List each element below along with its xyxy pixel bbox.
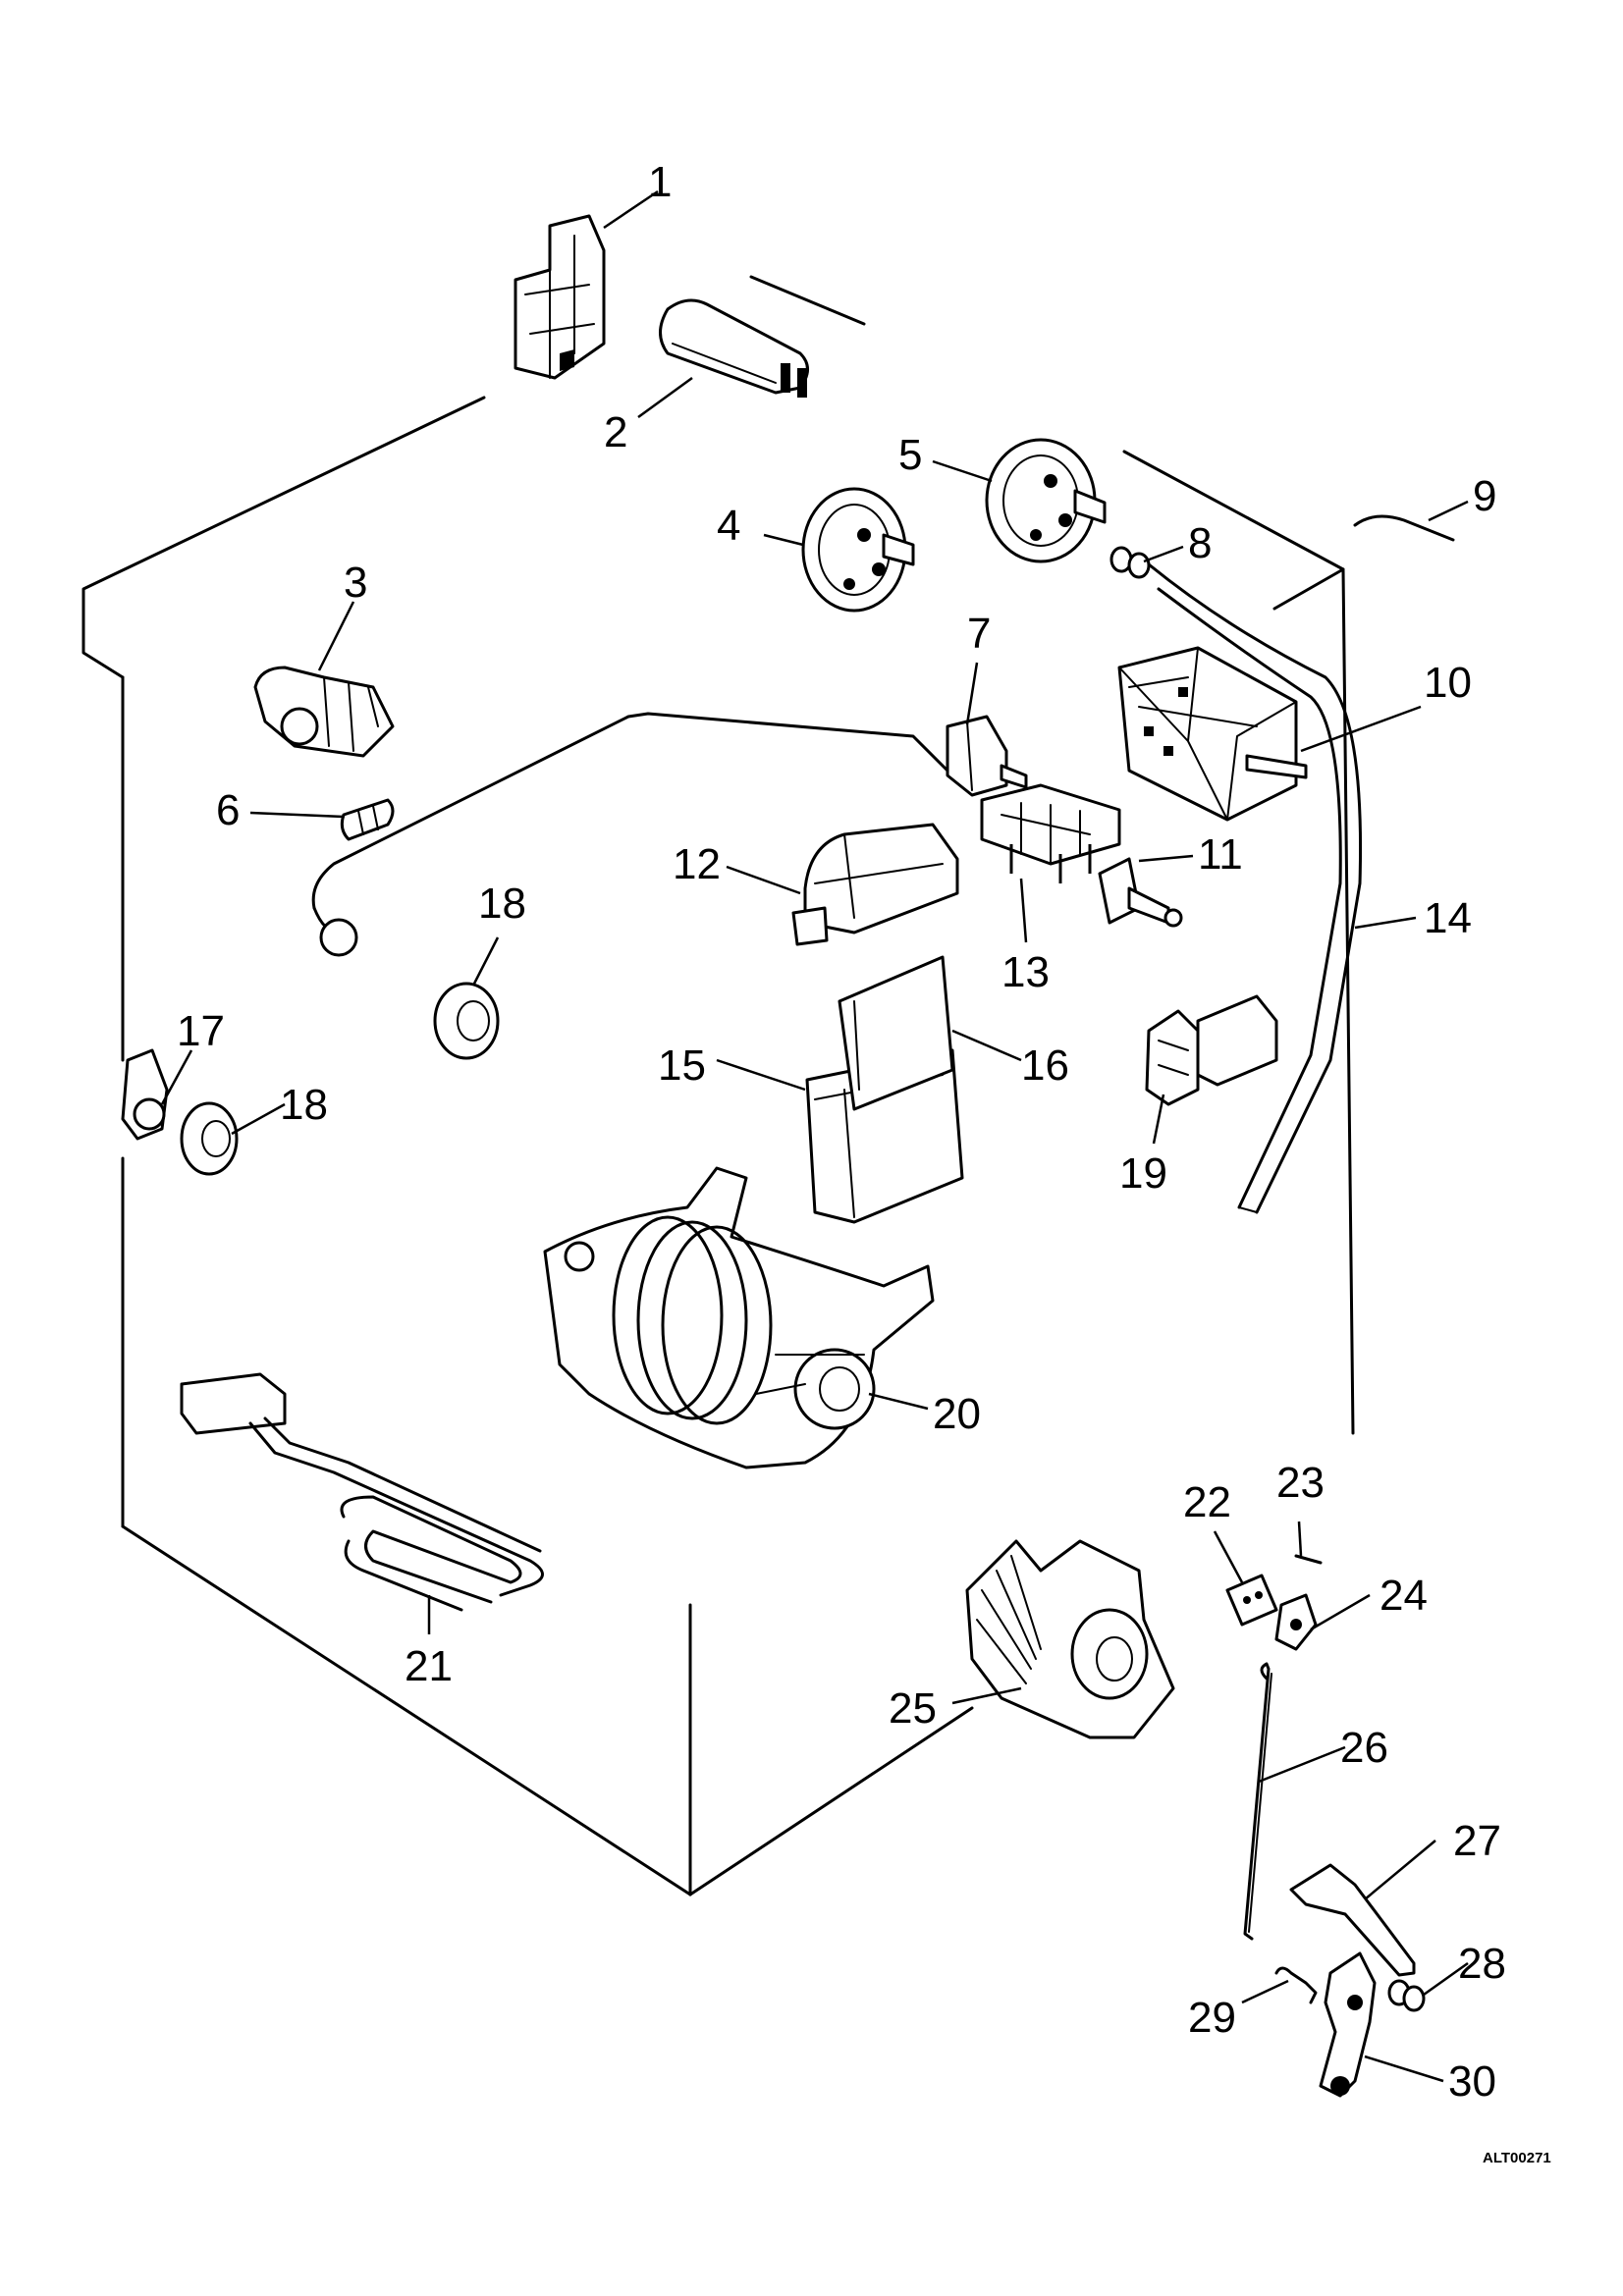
part-8-clip bbox=[1109, 546, 1151, 579]
callout-labels: 1 2 3 4 5 6 7 8 9 10 11 12 13 14 15 16 1… bbox=[177, 158, 1506, 2106]
part-19-door-lock bbox=[1145, 994, 1278, 1106]
drawing-id: ALT00271 bbox=[1483, 2150, 1551, 2166]
callout-12: 12 bbox=[673, 840, 721, 888]
callout-26: 26 bbox=[1340, 1724, 1388, 1772]
part-25-pump bbox=[965, 1539, 1175, 1739]
callout-21: 21 bbox=[405, 1642, 453, 1690]
part-18-grommet-left bbox=[180, 1101, 239, 1176]
part-10-timer bbox=[1117, 646, 1308, 822]
part-12-cover bbox=[791, 823, 959, 946]
part-16-circuit-board bbox=[838, 955, 954, 1111]
part-6-connector bbox=[340, 798, 395, 841]
callout-14: 14 bbox=[1424, 894, 1472, 942]
callout-3: 3 bbox=[344, 559, 367, 607]
callout-27: 27 bbox=[1453, 1817, 1501, 1865]
callout-18-right: 18 bbox=[478, 880, 526, 928]
part-29-spring bbox=[1274, 1966, 1318, 2004]
callout-1: 1 bbox=[648, 158, 672, 206]
callout-25: 25 bbox=[889, 1684, 937, 1733]
part-9-hook bbox=[1353, 514, 1455, 542]
callout-10: 10 bbox=[1424, 659, 1472, 707]
wire-harness bbox=[311, 712, 984, 957]
part-23-pin bbox=[1294, 1554, 1323, 1565]
callout-7: 7 bbox=[967, 610, 991, 658]
part-4-pressure-switch bbox=[801, 487, 915, 613]
part-11-switch bbox=[1098, 857, 1183, 928]
part-18-grommet-right bbox=[433, 982, 500, 1060]
callout-29: 29 bbox=[1188, 1994, 1236, 2042]
callout-30: 30 bbox=[1448, 2057, 1496, 2106]
part-13-switch-block bbox=[980, 783, 1121, 883]
callout-24: 24 bbox=[1380, 1572, 1428, 1620]
callout-15: 15 bbox=[658, 1041, 706, 1090]
part-24-cam bbox=[1274, 1593, 1318, 1651]
part-3-valve bbox=[253, 666, 395, 758]
callout-16: 16 bbox=[1021, 1041, 1069, 1090]
part-21-heating-element bbox=[180, 1372, 544, 1612]
callout-20: 20 bbox=[933, 1390, 981, 1438]
callout-11: 11 bbox=[1198, 830, 1243, 879]
part-20-motor bbox=[543, 1166, 935, 1469]
part-1-bracket bbox=[514, 214, 606, 380]
callout-8: 8 bbox=[1188, 519, 1212, 567]
callout-19: 19 bbox=[1119, 1149, 1167, 1198]
callout-23: 23 bbox=[1276, 1459, 1325, 1507]
part-22-plate bbox=[1225, 1574, 1278, 1627]
callout-2: 2 bbox=[604, 408, 627, 456]
part-26-rod bbox=[1243, 1662, 1272, 1941]
callout-17: 17 bbox=[177, 1007, 225, 1055]
callout-9: 9 bbox=[1473, 472, 1496, 520]
cabinet-outline bbox=[81, 275, 1355, 1896]
callout-4: 4 bbox=[717, 502, 740, 550]
callout-28: 28 bbox=[1458, 1940, 1506, 1988]
leader-lines bbox=[160, 189, 1469, 2083]
part-7-switch bbox=[946, 715, 1028, 797]
part-2-capacitor bbox=[659, 298, 809, 398]
part-27-lever bbox=[1289, 1863, 1416, 1977]
callout-13: 13 bbox=[1001, 948, 1050, 996]
part-17-lamp-holder bbox=[121, 1048, 169, 1141]
part-14-hose bbox=[1147, 562, 1363, 1214]
callout-18-left: 18 bbox=[280, 1081, 328, 1129]
part-30-latch bbox=[1319, 1951, 1377, 2098]
callout-6: 6 bbox=[216, 786, 240, 834]
callout-22: 22 bbox=[1183, 1478, 1231, 1526]
part-28-bushing bbox=[1387, 1979, 1426, 2012]
part-5-pressure-switch bbox=[985, 438, 1107, 563]
callout-5: 5 bbox=[898, 431, 922, 479]
